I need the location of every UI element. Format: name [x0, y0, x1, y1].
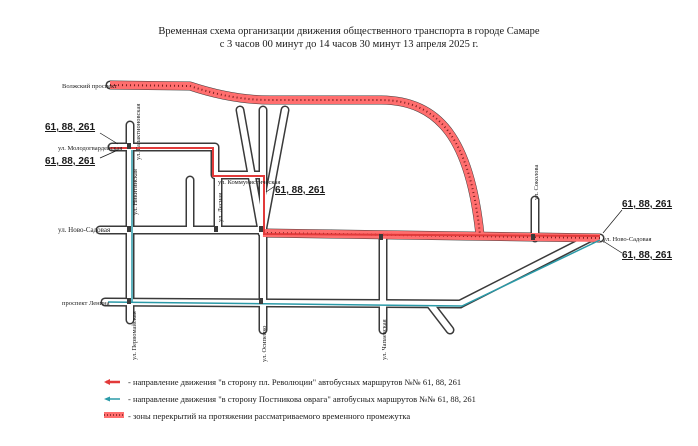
street-label-osipenko: ул. Осипенко — [261, 326, 268, 362]
street-label-lesnaya: ул. Лесная — [217, 193, 224, 222]
route-label-right-1: 61, 88, 261 — [622, 199, 672, 210]
legend-symbols — [104, 379, 124, 418]
street-label-volzhsky: Волжский проспект — [62, 83, 117, 90]
route-label-center: 61, 88, 261 — [275, 185, 325, 196]
legend-blue-text: - направление движения "в сторону Постни… — [128, 394, 476, 404]
legend-texts: - направление движения "в сторону пл. Ре… — [128, 377, 476, 421]
legend-red-arrow-icon — [104, 379, 120, 385]
road-network — [95, 80, 605, 335]
title-line-1: Временная схема организации движения общ… — [158, 26, 540, 37]
street-label-kommunisticheskaya: ул. Коммунистическая — [218, 179, 280, 186]
route-labels: 61, 88, 261 61, 88, 261 61, 88, 261 61, … — [45, 122, 672, 261]
street-label-galaktionovskaya: ул. Галактионовская — [135, 104, 142, 160]
map-title: Временная схема организации движения общ… — [0, 25, 698, 51]
title-line-2: с 3 часов 00 минут до 14 часов 30 минут … — [219, 39, 479, 50]
street-label-nevo-sadovaya-right: ул. Ново-Садовая — [603, 236, 651, 243]
street-label-pervomaiskaya: ул. Первомайская — [131, 311, 138, 360]
street-label-sokolova: ул. Соколова — [533, 164, 540, 200]
legend-closure-text: - зоны перекрытий на протяжении рассматр… — [128, 411, 410, 421]
legend-red-text: - направление движения "в сторону пл. Ре… — [128, 377, 461, 387]
street-label-nikitinskaya: ул. Никитинская — [132, 169, 139, 215]
legend-closure-icon — [104, 412, 124, 418]
route-label-right-2: 61, 88, 261 — [622, 250, 672, 261]
closure-zones — [109, 81, 601, 242]
leader-lines — [99, 132, 623, 254]
legend-blue-arrow-icon — [104, 396, 120, 402]
route-label-top-left-1: 61, 88, 261 — [45, 122, 95, 133]
street-label-nevo-sadovaya-left: ул. Ново-Садовая — [58, 226, 111, 234]
street-label-lenina: проспект Ленина — [62, 300, 110, 307]
red-route — [110, 147, 601, 237]
street-label-chapaevskaya: ул. Чапаевская — [381, 319, 388, 360]
traffic-signals — [127, 143, 535, 304]
street-label-molodogvardeyskaya: ул. Молодогвардейская — [58, 145, 122, 152]
street-labels: Волжский проспект ул. Молодогвардейская … — [58, 83, 651, 362]
blue-route — [107, 150, 601, 307]
route-label-top-left-2: 61, 88, 261 — [45, 156, 95, 167]
